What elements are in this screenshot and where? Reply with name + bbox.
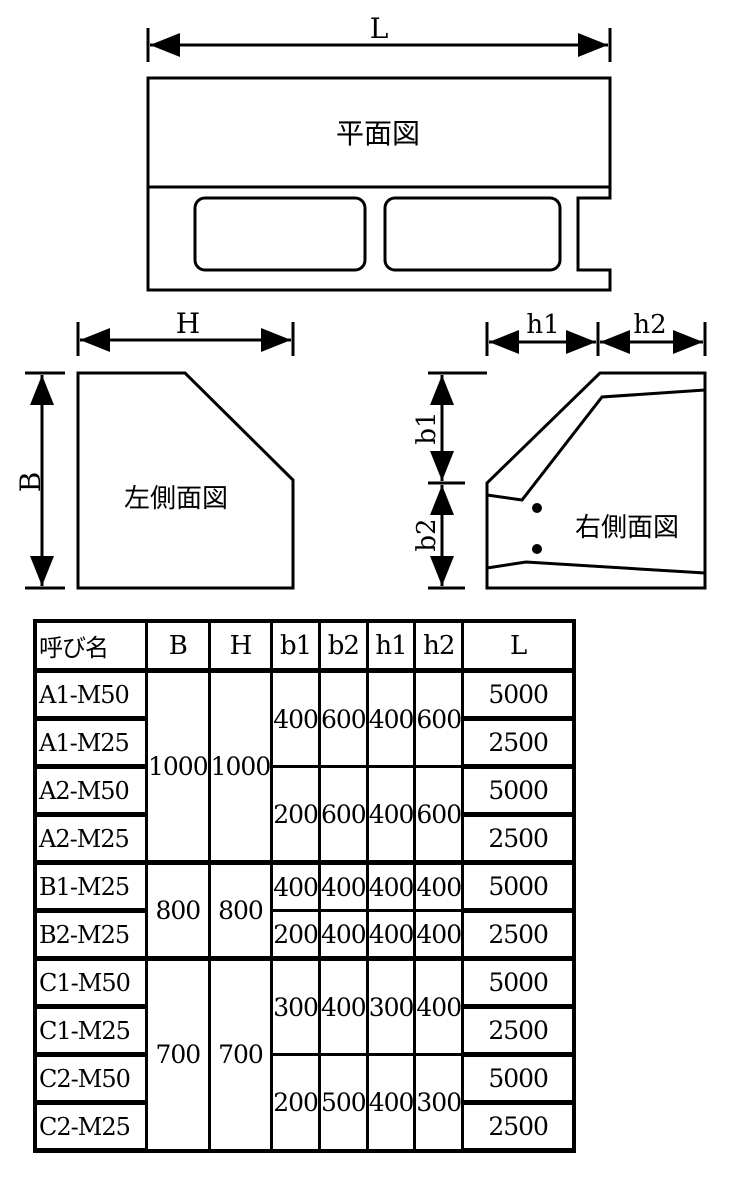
dim-h2-label: h2 <box>633 310 666 340</box>
b1-cell: 200 <box>270 765 321 864</box>
B-cell: 1000 <box>145 669 211 864</box>
h1-cell: 400 <box>365 669 417 768</box>
b2-cell: 400 <box>317 860 369 912</box>
L-cell: 5000 <box>461 765 576 817</box>
h1-cell: 400 <box>365 860 417 912</box>
dim-L-label: L <box>370 12 389 45</box>
column-header: H <box>207 619 274 673</box>
left-side-view <box>25 322 295 590</box>
dim-h1-label: h1 <box>526 310 559 340</box>
designation-cell: A1-M25 <box>33 717 148 769</box>
designation-cell: C1-M25 <box>33 1005 148 1057</box>
L-cell: 2500 <box>461 813 576 865</box>
column-header: h1 <box>365 619 417 673</box>
b1-cell: 300 <box>270 956 321 1056</box>
b2-cell: 400 <box>317 909 369 960</box>
H-cell: 700 <box>207 956 274 1152</box>
drawing: L 平面図 H B 左側面図 h1 h2 b1 b2 右側面図 <box>14 12 707 590</box>
left-view-label: 左側面図 <box>124 484 228 514</box>
h2-cell: 600 <box>413 669 465 768</box>
L-cell: 5000 <box>461 669 576 721</box>
right-side-view <box>428 322 707 590</box>
h2-cell: 400 <box>413 956 465 1056</box>
h2-cell: 400 <box>413 860 465 912</box>
column-header: b1 <box>270 619 321 673</box>
h1-cell: 300 <box>365 956 417 1056</box>
b2-cell: 600 <box>317 669 369 768</box>
L-cell: 5000 <box>461 956 576 1009</box>
B-cell: 700 <box>145 956 211 1152</box>
L-cell: 5000 <box>461 860 576 913</box>
dim-H-label: H <box>176 307 200 340</box>
designation-cell: B1-M25 <box>33 860 148 913</box>
plan-view <box>146 28 612 292</box>
h1-cell: 400 <box>365 909 417 960</box>
h2-cell: 300 <box>413 1053 465 1152</box>
table-row: C1-M25 2500 <box>33 1005 576 1057</box>
b2-cell: 500 <box>317 1053 369 1152</box>
designation-cell: C1-M50 <box>33 956 148 1009</box>
table-row: A1-M25 2500 <box>33 717 576 769</box>
right-view-label: 右側面図 <box>575 513 679 543</box>
column-header: b2 <box>317 619 369 673</box>
column-header: B <box>145 619 211 673</box>
plan-view-label: 平面図 <box>336 117 420 150</box>
designation-cell: A2-M50 <box>33 765 148 817</box>
designation-cell: C2-M50 <box>33 1053 148 1105</box>
bolt-hole-icon <box>532 544 542 554</box>
designation-cell: B2-M25 <box>33 909 148 961</box>
L-cell: 2500 <box>461 909 576 961</box>
designation-cell: A2-M25 <box>33 813 148 865</box>
b2-cell: 400 <box>317 956 369 1056</box>
L-cell: 2500 <box>461 1101 576 1153</box>
h1-cell: 400 <box>365 765 417 864</box>
b1-cell: 200 <box>270 1053 321 1152</box>
b1-cell: 400 <box>270 860 321 912</box>
table-row: A2-M25 2500 <box>33 813 576 865</box>
designation-cell: C2-M25 <box>33 1101 148 1153</box>
H-cell: 800 <box>207 860 274 960</box>
dim-B-label: B <box>14 472 47 493</box>
H-cell: 1000 <box>207 669 274 864</box>
table-row: C2-M25 2500 <box>33 1101 576 1153</box>
B-cell: 800 <box>145 860 211 960</box>
h2-cell: 600 <box>413 765 465 864</box>
b1-cell: 400 <box>270 669 321 768</box>
L-cell: 5000 <box>461 1053 576 1105</box>
designation-cell: A1-M50 <box>33 669 148 721</box>
h1-cell: 400 <box>365 1053 417 1152</box>
column-header: h2 <box>413 619 465 673</box>
column-header: L <box>461 619 576 673</box>
L-cell: 2500 <box>461 717 576 769</box>
column-header: 呼び名 <box>33 619 148 673</box>
b2-cell: 600 <box>317 765 369 864</box>
L-cell: 2500 <box>461 1005 576 1057</box>
b1-cell: 200 <box>270 909 321 960</box>
bolt-hole-icon <box>532 503 542 513</box>
dim-b2-label: b2 <box>412 518 442 551</box>
dim-b1-label: b1 <box>412 411 442 444</box>
h2-cell: 400 <box>413 909 465 960</box>
